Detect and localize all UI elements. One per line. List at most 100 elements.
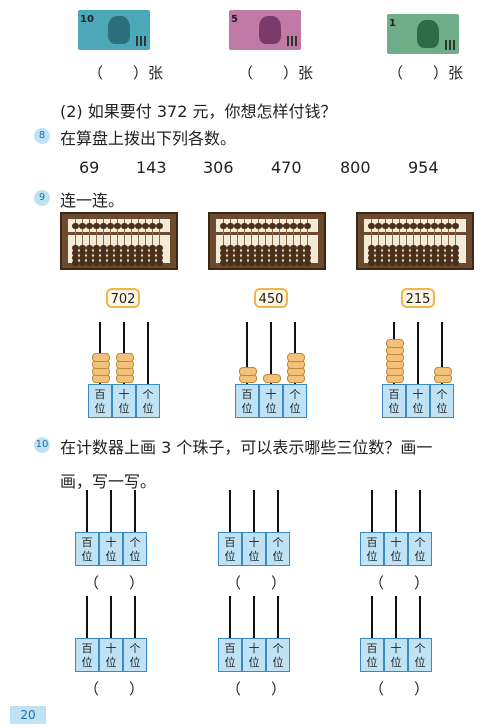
abacus-bead[interactable] bbox=[403, 250, 410, 256]
abacus-bead[interactable] bbox=[142, 260, 149, 266]
abacus-bead[interactable] bbox=[417, 245, 424, 251]
abacus-bead[interactable] bbox=[114, 255, 121, 261]
abacus-bead[interactable] bbox=[445, 260, 452, 266]
abacus-bead[interactable] bbox=[128, 223, 135, 229]
abacus-bead[interactable] bbox=[283, 245, 290, 251]
abacus-bead[interactable] bbox=[410, 223, 417, 229]
abacus-bead[interactable] bbox=[438, 250, 445, 256]
abacus-bead[interactable] bbox=[410, 260, 417, 266]
abacus-bead[interactable] bbox=[445, 250, 452, 256]
abacus-bead[interactable] bbox=[86, 223, 93, 229]
abacus-bead[interactable] bbox=[241, 245, 248, 251]
answer-blank[interactable]: （ ） bbox=[226, 680, 287, 698]
abacus-bead[interactable] bbox=[149, 255, 156, 261]
abacus-bead[interactable] bbox=[283, 250, 290, 256]
abacus-bead[interactable] bbox=[431, 245, 438, 251]
place-value-counter[interactable]: 百位 十位 个位 bbox=[360, 490, 432, 566]
abacus-bead[interactable] bbox=[382, 260, 389, 266]
place-value-counter[interactable]: 百位 十位 个位 bbox=[218, 596, 290, 672]
abacus-bead[interactable] bbox=[135, 223, 142, 229]
abacus-bead[interactable] bbox=[417, 250, 424, 256]
abacus-bead[interactable] bbox=[389, 223, 396, 229]
abacus-bead[interactable] bbox=[262, 260, 269, 266]
abacus-bead[interactable] bbox=[93, 223, 100, 229]
abacus-bead[interactable] bbox=[220, 223, 227, 229]
abacus-bead[interactable] bbox=[382, 245, 389, 251]
abacus-bead[interactable] bbox=[431, 255, 438, 261]
abacus-bead[interactable] bbox=[438, 223, 445, 229]
abacus-bead[interactable] bbox=[128, 255, 135, 261]
abacus-bead[interactable] bbox=[382, 255, 389, 261]
abacus-bead[interactable] bbox=[79, 250, 86, 256]
abacus-bead[interactable] bbox=[445, 245, 452, 251]
number-label[interactable]: 215 bbox=[401, 288, 435, 308]
abacus-bead[interactable] bbox=[276, 255, 283, 261]
abacus-bead[interactable] bbox=[452, 223, 459, 229]
abacus-bead[interactable] bbox=[276, 260, 283, 266]
blank-count-5[interactable]: （ ）张 bbox=[238, 64, 314, 82]
place-value-counter[interactable]: 百位 十位 个位 bbox=[75, 596, 147, 672]
number-label[interactable]: 702 bbox=[106, 288, 140, 308]
abacus-bead[interactable] bbox=[452, 260, 459, 266]
abacus-bead[interactable] bbox=[142, 245, 149, 251]
abacus-bead[interactable] bbox=[410, 255, 417, 261]
abacus-bead[interactable] bbox=[262, 223, 269, 229]
abacus-bead[interactable] bbox=[290, 260, 297, 266]
abacus-bead[interactable] bbox=[255, 250, 262, 256]
abacus-bead[interactable] bbox=[410, 245, 417, 251]
abacus-bead[interactable] bbox=[107, 260, 114, 266]
abacus-bead[interactable] bbox=[297, 255, 304, 261]
abacus-bead[interactable] bbox=[100, 250, 107, 256]
abacus-bead[interactable] bbox=[424, 260, 431, 266]
abacus-bead[interactable] bbox=[424, 223, 431, 229]
abacus-bead[interactable] bbox=[304, 255, 311, 261]
abacus-bead[interactable] bbox=[142, 223, 149, 229]
abacus-bead[interactable] bbox=[396, 255, 403, 261]
abacus-bead[interactable] bbox=[227, 255, 234, 261]
abacus-bead[interactable] bbox=[93, 245, 100, 251]
abacus-bead[interactable] bbox=[227, 245, 234, 251]
abacus-bead[interactable] bbox=[424, 250, 431, 256]
abacus-bead[interactable] bbox=[368, 223, 375, 229]
abacus-bead[interactable] bbox=[121, 260, 128, 266]
abacus-bead[interactable] bbox=[100, 260, 107, 266]
abacus-bead[interactable] bbox=[438, 260, 445, 266]
abacus-bead[interactable] bbox=[424, 245, 431, 251]
blank-count-10[interactable]: （ ）张 bbox=[88, 64, 164, 82]
abacus-bead[interactable] bbox=[276, 250, 283, 256]
abacus-bead[interactable] bbox=[304, 245, 311, 251]
abacus-bead[interactable] bbox=[79, 223, 86, 229]
abacus-bead[interactable] bbox=[121, 255, 128, 261]
abacus-bead[interactable] bbox=[417, 255, 424, 261]
abacus-bead[interactable] bbox=[297, 260, 304, 266]
abacus-bead[interactable] bbox=[304, 250, 311, 256]
abacus-bead[interactable] bbox=[283, 260, 290, 266]
abacus-bead[interactable] bbox=[297, 223, 304, 229]
abacus-bead[interactable] bbox=[79, 245, 86, 251]
abacus-bead[interactable] bbox=[135, 260, 142, 266]
abacus-bead[interactable] bbox=[375, 245, 382, 251]
answer-blank[interactable]: （ ） bbox=[84, 680, 145, 698]
abacus-bead[interactable] bbox=[375, 223, 382, 229]
abacus-bead[interactable] bbox=[248, 250, 255, 256]
abacus-bead[interactable] bbox=[255, 255, 262, 261]
abacus-bead[interactable] bbox=[431, 260, 438, 266]
abacus-bead[interactable] bbox=[262, 250, 269, 256]
place-value-counter[interactable]: 百位 十位 个位 bbox=[218, 490, 290, 566]
abacus-bead[interactable] bbox=[86, 260, 93, 266]
abacus-bead[interactable] bbox=[283, 255, 290, 261]
abacus-bead[interactable] bbox=[149, 245, 156, 251]
abacus-bead[interactable] bbox=[93, 250, 100, 256]
abacus-bead[interactable] bbox=[220, 260, 227, 266]
abacus-bead[interactable] bbox=[424, 255, 431, 261]
abacus-bead[interactable] bbox=[149, 260, 156, 266]
abacus-bead[interactable] bbox=[93, 255, 100, 261]
abacus-bead[interactable] bbox=[290, 223, 297, 229]
abacus-bead[interactable] bbox=[72, 245, 79, 251]
abacus-bead[interactable] bbox=[156, 223, 163, 229]
abacus-bead[interactable] bbox=[227, 260, 234, 266]
abacus-bead[interactable] bbox=[220, 245, 227, 251]
abacus-bead[interactable] bbox=[304, 223, 311, 229]
abacus-bead[interactable] bbox=[156, 255, 163, 261]
abacus-bead[interactable] bbox=[86, 245, 93, 251]
